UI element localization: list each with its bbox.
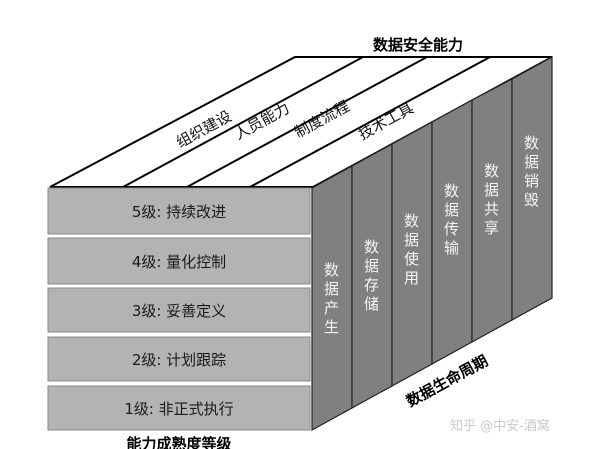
svg-text:传: 传 [444,220,459,238]
lifecycle-label-3: 数 据 使 用 [404,212,419,287]
svg-text:生: 生 [324,318,339,336]
svg-text:享: 享 [484,219,499,237]
lifecycle-label-1: 数 据 产 生 [324,261,339,336]
svg-text:数: 数 [404,212,419,230]
lifecycle-label-5: 数 据 共 享 [484,162,499,237]
lifecycle-label-6: 数 据 销 毁 [524,134,539,209]
svg-text:数: 数 [444,182,459,200]
title-maturity-level: 能力成熟度等级 [126,435,232,449]
svg-text:据: 据 [364,257,379,275]
lifecycle-column-1 [311,164,353,432]
top-band-divider [122,56,364,188]
top-band-divider [249,56,491,188]
maturity-row-2 [47,336,311,382]
svg-text:产: 产 [324,299,339,317]
maturity-row-5 [47,187,311,235]
maturity-row-4 [47,237,311,285]
lifecycle-columns [311,55,553,432]
svg-text:销: 销 [524,172,539,190]
svg-text:据: 据 [404,231,419,249]
svg-text:数: 数 [324,261,339,279]
svg-text:据: 据 [484,181,499,199]
svg-text:储: 储 [364,295,379,313]
svg-text:毁: 毁 [524,191,539,209]
svg-text:共: 共 [484,200,499,218]
svg-text:数: 数 [484,162,499,180]
maturity-row-3 [47,287,311,333]
lifecycle-column-6 [511,55,553,322]
maturity-label-3: 3级: 妥善定义 [132,302,226,320]
svg-text:用: 用 [404,269,419,287]
svg-text:据: 据 [324,280,339,298]
svg-text:数: 数 [524,134,539,152]
svg-text:使: 使 [404,250,419,268]
svg-text:输: 输 [444,239,459,257]
maturity-row-1 [47,385,311,431]
maturity-levels [47,187,311,431]
maturity-label-1: 1级: 非正式执行 [124,400,233,418]
svg-text:据: 据 [444,201,459,219]
lifecycle-label-4: 数 据 传 输 [444,182,459,257]
svg-text:据: 据 [524,153,539,171]
svg-text:数: 数 [364,238,379,256]
maturity-label-2: 2级: 计划跟踪 [132,351,226,369]
lifecycle-label-2: 数 据 存 储 [364,238,379,313]
title-security-capability: 数据安全能力 [373,36,463,54]
maturity-label-5: 5级: 持续改进 [132,203,226,221]
watermark: 知乎 @中安-酒窝 [450,418,550,434]
top-band-divider [186,56,428,188]
maturity-label-4: 4级: 量化控制 [132,253,226,271]
svg-text:存: 存 [364,276,379,294]
